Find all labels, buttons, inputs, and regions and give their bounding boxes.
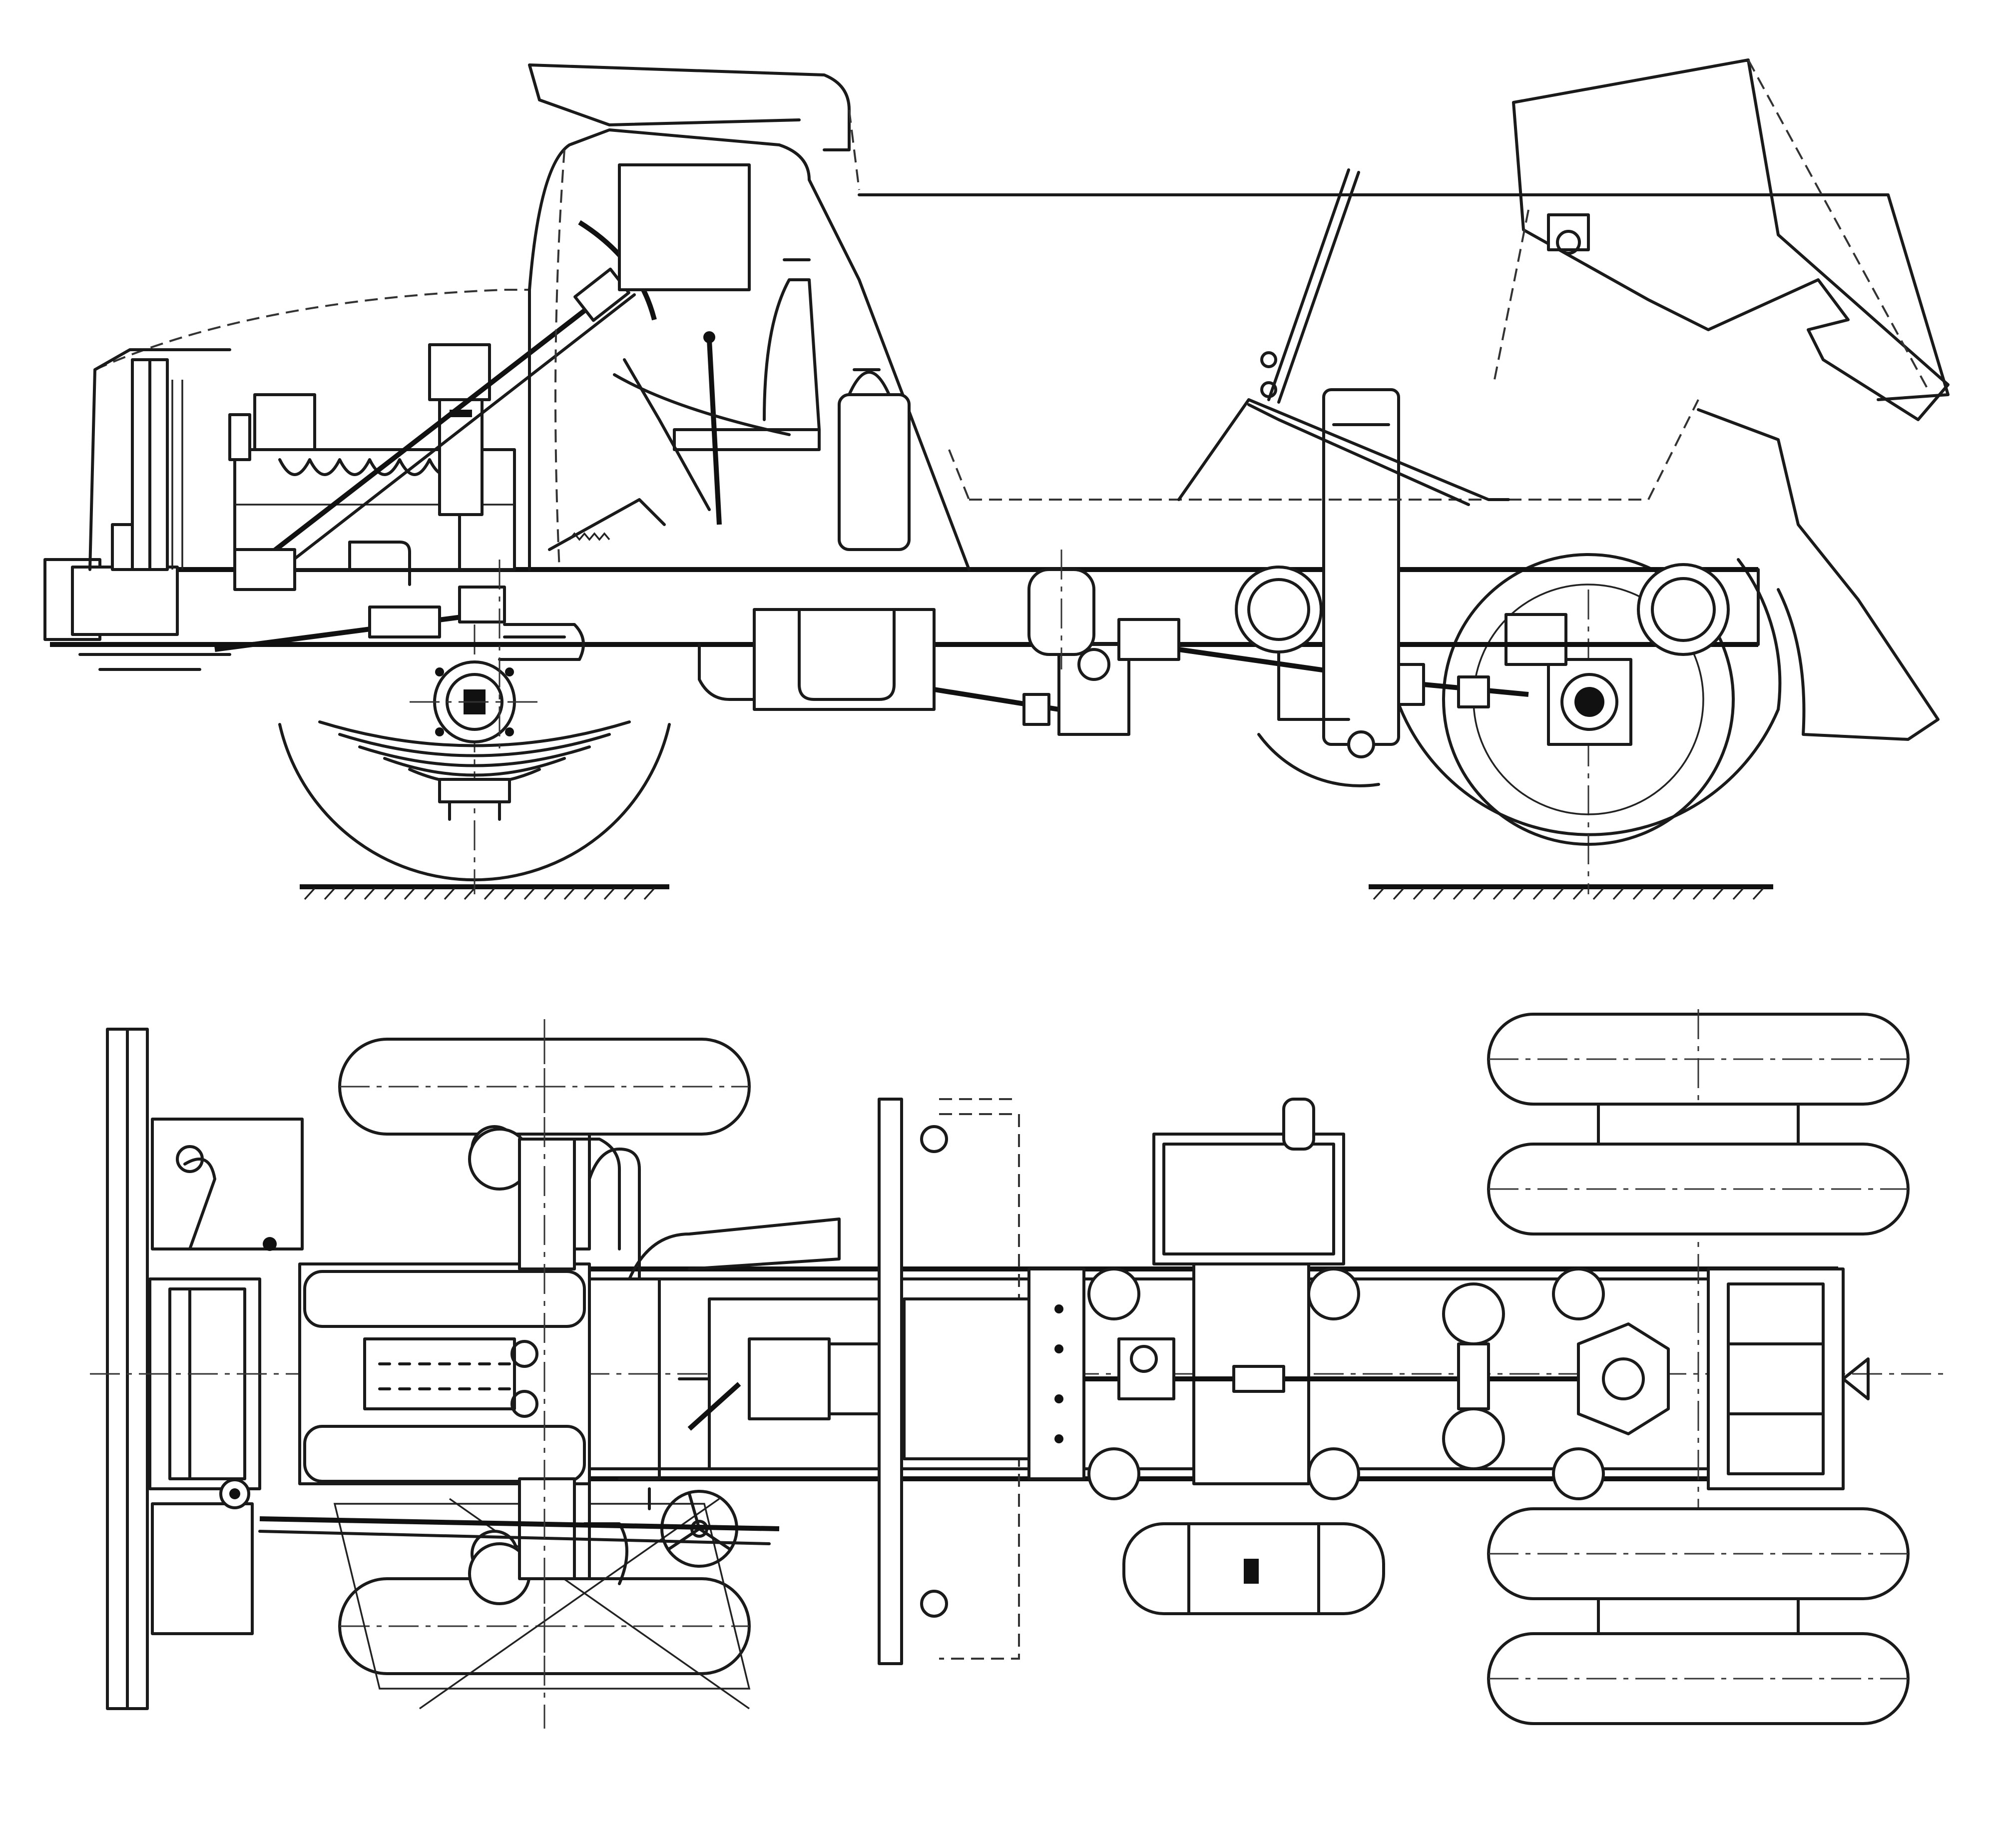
rear-wheel-right-outer bbox=[1487, 1597, 1910, 1725]
steering-drag-link bbox=[214, 541, 506, 652]
bogie-hub-front bbox=[1235, 566, 1323, 653]
tailgate bbox=[1493, 58, 1950, 421]
air-tank bbox=[1027, 550, 1095, 669]
bogie-hub-rear bbox=[1637, 563, 1730, 656]
front-bumper bbox=[106, 1028, 149, 1710]
fuel-tank-plan bbox=[1152, 1098, 1345, 1265]
pedal-linkage bbox=[548, 358, 791, 551]
steering-column bbox=[248, 267, 636, 584]
rear-mudguard bbox=[1697, 408, 1940, 741]
rear-wheel-left-inner bbox=[1487, 1103, 1910, 1235]
fuel-tank bbox=[838, 368, 911, 551]
front-bracket-bottom bbox=[151, 1502, 254, 1635]
engine-plan bbox=[298, 1262, 591, 1485]
gear-lever bbox=[703, 331, 722, 525]
spring-seat-circles bbox=[1087, 1267, 1605, 1500]
rear-axle-frame bbox=[1707, 1267, 1870, 1490]
cab-roof bbox=[528, 63, 860, 190]
front-wheel bbox=[278, 624, 671, 894]
ground-line bbox=[300, 884, 1773, 900]
gearbox-plan bbox=[678, 1297, 881, 1470]
rear-differential bbox=[1504, 613, 1632, 746]
air-cleaner-plan bbox=[468, 1128, 576, 1605]
plan-view bbox=[90, 1009, 1948, 1729]
propeller-shaft-plan bbox=[1084, 1262, 1578, 1485]
front-leaf-spring bbox=[318, 720, 631, 821]
rear-wheel-right-inner bbox=[1487, 1507, 1910, 1600]
tipping-stay bbox=[1177, 168, 1510, 506]
transfer-box-plan bbox=[903, 1267, 1085, 1480]
front-bracket-top bbox=[151, 1118, 304, 1250]
differential-plan-rear bbox=[1577, 1322, 1670, 1435]
hood bbox=[88, 289, 529, 571]
exhaust-pipe bbox=[498, 623, 585, 661]
transfer-case bbox=[1057, 618, 1180, 736]
radiator bbox=[111, 358, 183, 571]
cab bbox=[528, 128, 971, 571]
steering-linkage-plan bbox=[258, 1487, 780, 1545]
propeller-shaft-front bbox=[934, 687, 1059, 726]
side-elevation-view bbox=[43, 58, 1950, 900]
exhaust-pipe-plan bbox=[588, 1148, 841, 1480]
differential-plan-front bbox=[1442, 1282, 1505, 1470]
radiator-plan bbox=[148, 1237, 277, 1509]
dump-body bbox=[858, 193, 1950, 501]
front-axle-hub bbox=[410, 660, 539, 743]
gearbox bbox=[698, 608, 936, 711]
hydraulic-cylinder bbox=[1277, 388, 1400, 758]
air-tank-plan bbox=[1122, 1522, 1385, 1615]
